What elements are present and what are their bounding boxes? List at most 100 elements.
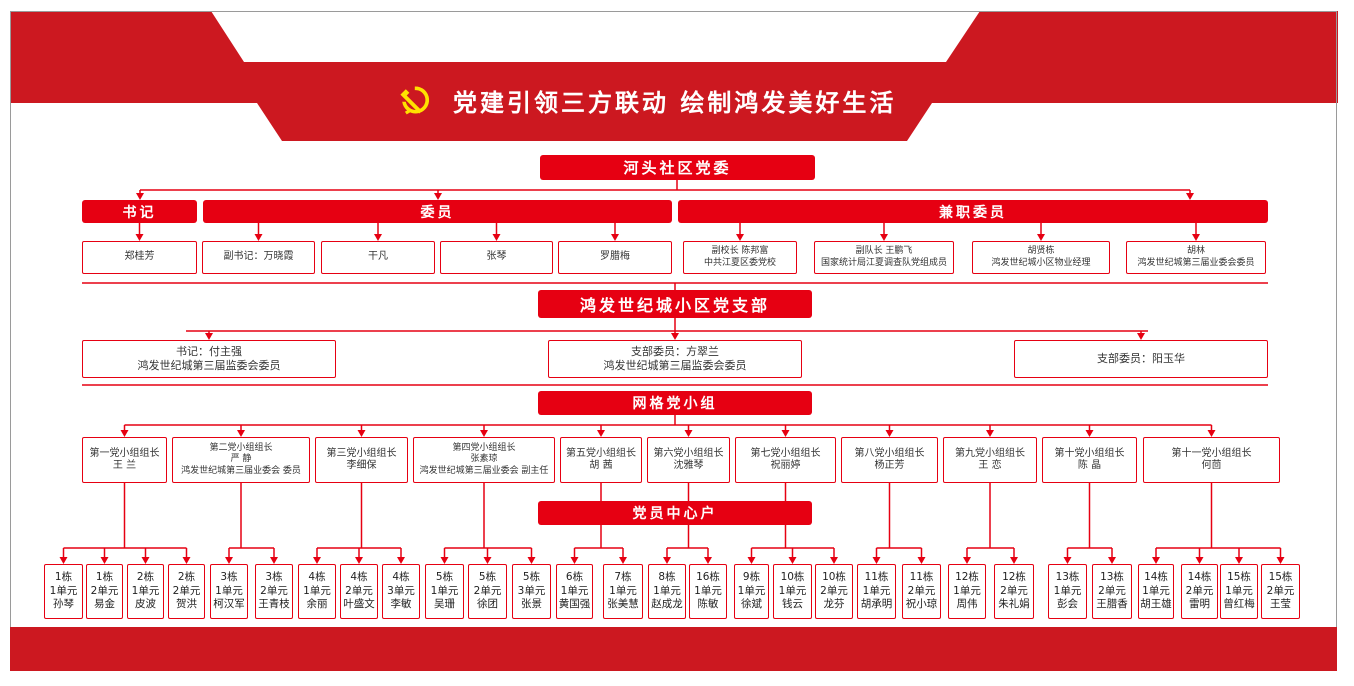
arrow-head-icon	[747, 557, 756, 564]
box-text-line: 李敏	[390, 598, 412, 611]
box-text-line: 余丽	[306, 598, 328, 611]
box-text-line: 2单元	[90, 584, 119, 597]
box-text-line: 4栋	[308, 571, 326, 584]
arrow-head-icon	[1195, 557, 1204, 564]
committee-member-box: 郑桂芳	[82, 241, 197, 274]
box-text-line: 王青枝	[258, 598, 290, 611]
box-text-line: 陈敏	[697, 598, 719, 611]
committee-member-box: 张琴	[440, 241, 553, 274]
arrow-head-icon	[788, 557, 797, 564]
box-text-line: 8栋	[658, 571, 676, 584]
box-text-line: 曾红梅	[1223, 598, 1255, 611]
box-text-line: 徐斌	[741, 598, 762, 611]
box-text-line: 鸿发世纪城第三届业委会委员	[1137, 257, 1255, 268]
arrow-head-icon	[1152, 557, 1160, 564]
party-group-box: 第八党小组组长杨正芳	[841, 437, 938, 483]
box-text-line: 副校长 陈邦富	[711, 246, 769, 257]
box-text-line: 1单元	[737, 584, 766, 597]
box-text-line: 1单元	[560, 584, 589, 597]
box-text-line: 沈雅琴	[673, 460, 704, 471]
arrow-head-icon	[120, 430, 129, 437]
arrow-head-icon	[704, 557, 712, 564]
arrow-head-icon	[205, 333, 213, 340]
box-text-line: 黄国强	[558, 598, 591, 611]
box-text-line: 李细保	[346, 460, 377, 471]
party-group-box: 第四党小组组长张素琼鸿发世纪城第三届业委会 副主任	[413, 437, 555, 483]
branch-member-box: 支部委员：方翠兰鸿发世纪城第三届监委会委员	[548, 340, 802, 378]
box-text-line: 1单元	[653, 584, 681, 597]
arrow-head-icon	[736, 234, 744, 241]
arrow-head-icon	[570, 557, 579, 564]
box-text-line: 14栋	[1144, 571, 1168, 584]
box-text-line: 2栋	[136, 571, 155, 584]
box-text-line: 鸿发世纪城第三届业委会 副主任	[419, 465, 549, 476]
box-text-line: 王腊香	[1096, 598, 1128, 611]
box-text-line: 郑桂芳	[124, 251, 155, 263]
committee-member-box: 副校长 陈邦富中共江夏区委党校	[683, 241, 797, 274]
arrow-head-icon	[1137, 333, 1145, 340]
arrow-head-icon	[1235, 557, 1243, 564]
arrow-head-icon	[59, 557, 68, 564]
committee-member-box: 干凡	[321, 241, 435, 274]
party-group-box: 第十一党小组组长何茴	[1143, 437, 1280, 483]
box-text-line: 1单元	[1225, 584, 1253, 597]
footer-band	[10, 627, 1337, 671]
box-text-line: 雷明	[1189, 598, 1210, 611]
arrow-head-icon	[313, 557, 321, 564]
box-text-line: 胡 茜	[589, 460, 613, 471]
arrow-head-icon	[225, 557, 233, 564]
arrow-head-icon	[136, 193, 144, 200]
box-text-line: 书记：付主强	[176, 345, 242, 359]
party-group-box: 第九党小组组长王 恋	[943, 437, 1037, 483]
box-text-line: 叶盛文	[343, 598, 375, 611]
box-text-line: 6栋	[565, 571, 584, 584]
arrow-head-icon	[1186, 193, 1194, 200]
households-title: 党员中心户	[538, 501, 812, 525]
arrow-head-icon	[434, 193, 442, 200]
box-text-line: 3栋	[220, 571, 238, 584]
arrow-head-icon	[357, 430, 366, 437]
arrow-head-icon	[597, 430, 605, 437]
box-text-line: 鸿发世纪城第三届业委会 委员	[181, 465, 301, 476]
party-group-box: 第六党小组组长沈雅琴	[647, 437, 730, 483]
party-group-box: 第二党小组组长严 静鸿发世纪城第三届业委会 委员	[172, 437, 310, 483]
category-header: 书记	[82, 200, 197, 223]
box-text-line: 第四党小组组长	[452, 443, 516, 454]
box-text-line: 胡林	[1186, 246, 1205, 257]
box-text-line: 彭会	[1057, 598, 1078, 611]
grid-title: 网格党小组	[538, 391, 812, 415]
box-text-line: 罗腊梅	[600, 251, 630, 263]
box-text-line: 7栋	[614, 571, 632, 584]
box-text-line: 13栋	[1055, 571, 1080, 584]
arrow-head-icon	[397, 557, 405, 564]
box-text-line: 1单元	[430, 584, 459, 597]
box-text-line: 鸿发世纪城第三届监委会委员	[137, 359, 281, 372]
box-text-line: 1单元	[778, 584, 807, 597]
box-text-line: 王 兰	[112, 460, 137, 471]
box-text-line: 15栋	[1268, 571, 1293, 584]
box-text-line: 1单元	[303, 584, 331, 597]
box-text-line: 10栋	[822, 571, 846, 584]
arrow-head-icon	[1276, 557, 1285, 564]
box-text-line: 11栋	[864, 571, 889, 584]
box-text-line: 张景	[521, 598, 542, 611]
arrow-head-icon	[1010, 557, 1018, 564]
box-text-line: 1单元	[1053, 584, 1082, 597]
box-text-line: 第一党小组组长	[89, 447, 160, 459]
arrow-head-icon	[141, 557, 150, 564]
box-text-line: 1单元	[215, 584, 243, 597]
box-text-line: 第三党小组组长	[326, 447, 397, 459]
box-text-line: 易金	[94, 598, 115, 611]
page-title: 党建引领三方联动 绘制鸿发美好生活	[395, 80, 896, 120]
arrow-head-icon	[619, 557, 627, 564]
party-group-box: 第五党小组组长胡 茜	[560, 437, 642, 483]
box-text-line: 陈 晶	[1077, 460, 1102, 471]
box-text-line: 第六党小组组长	[653, 447, 724, 459]
arrow-head-icon	[1108, 557, 1116, 564]
